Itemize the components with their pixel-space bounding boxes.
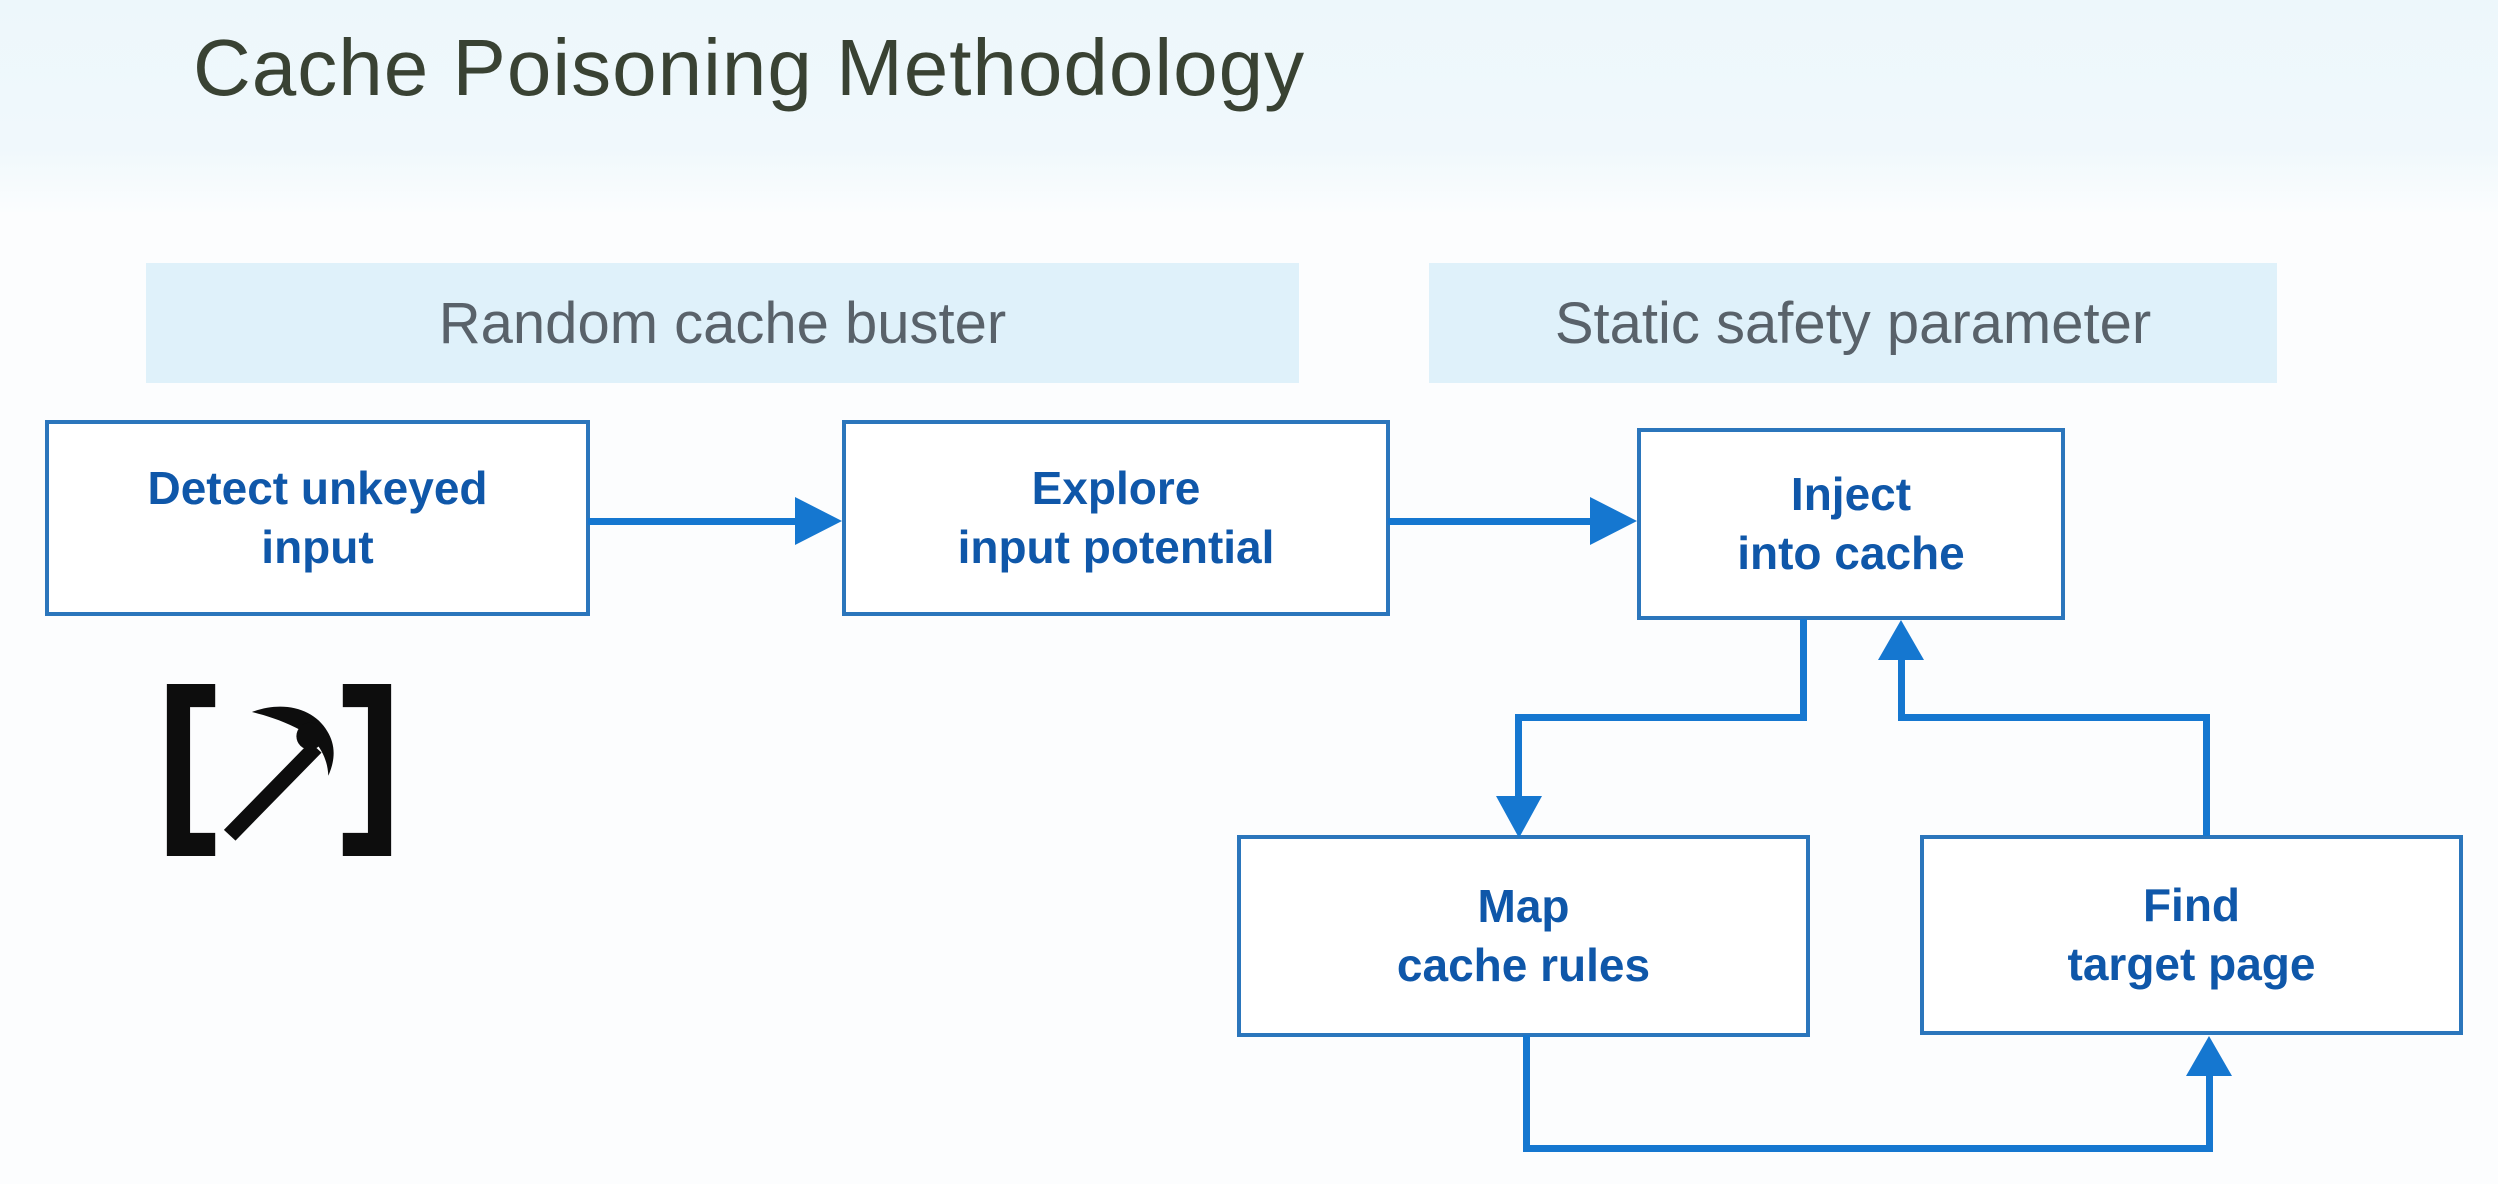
box-label-line: input potential (957, 521, 1275, 573)
connector-inject-to-map-segment (1515, 714, 1522, 798)
pickaxe-icon (166, 683, 392, 857)
label-random-cache-buster: Random cache buster (146, 263, 1299, 383)
box-label-line: Inject (1790, 468, 1912, 521)
arrowhead-right-icon (1590, 497, 1637, 545)
arrow-detect-to-explore-line (588, 518, 798, 525)
label-static-safety-parameter: Static safety parameter (1429, 263, 2277, 383)
page-title: Cache Poisoning Methodology (193, 23, 1306, 112)
connector-map-to-find-segment (1523, 1145, 2213, 1152)
arrowhead-up-icon (2186, 1036, 2232, 1076)
header-band (0, 0, 2498, 212)
box-label-line: Detect unkeyed (147, 462, 488, 515)
flow-box-inject-into-cache: Inject into cache (1637, 428, 2065, 620)
connector-inject-to-map-segment (1800, 619, 1807, 721)
connector-find-to-inject-segment (2203, 714, 2210, 836)
box-label-line: Map (1477, 880, 1570, 933)
bracket-right-icon (342, 683, 392, 857)
connector-inject-to-map-segment (1515, 714, 1807, 721)
flow-box-find-target-page: Find target page (1920, 835, 2463, 1035)
box-label-line: Find (2142, 879, 2241, 932)
box-label-line: into cache (1737, 527, 1965, 579)
box-label-line: target page (2067, 938, 2316, 990)
box-label-line: Explore (1031, 462, 1201, 515)
flow-box-explore-input-potential: Explore input potential (842, 420, 1390, 616)
connector-map-to-find-segment (1523, 1035, 1530, 1152)
connector-map-to-find-segment (2206, 1076, 2213, 1152)
arrowhead-up-icon (1878, 620, 1924, 660)
arrow-explore-to-inject-line (1388, 518, 1593, 525)
flow-box-detect-unkeyed-input: Detect unkeyed input (45, 420, 590, 616)
box-label-line: cache rules (1396, 939, 1651, 991)
connector-find-to-inject-segment (1898, 658, 1905, 718)
pickaxe-pivot (296, 722, 324, 750)
arrowhead-right-icon (795, 497, 842, 545)
connector-find-to-inject-segment (1898, 714, 2210, 721)
flow-box-map-cache-rules: Map cache rules (1237, 835, 1810, 1037)
bracket-left-icon (166, 683, 216, 857)
arrowhead-down-icon (1496, 796, 1542, 838)
box-label-line: input (261, 521, 374, 573)
pickaxe-handle (223, 741, 322, 841)
